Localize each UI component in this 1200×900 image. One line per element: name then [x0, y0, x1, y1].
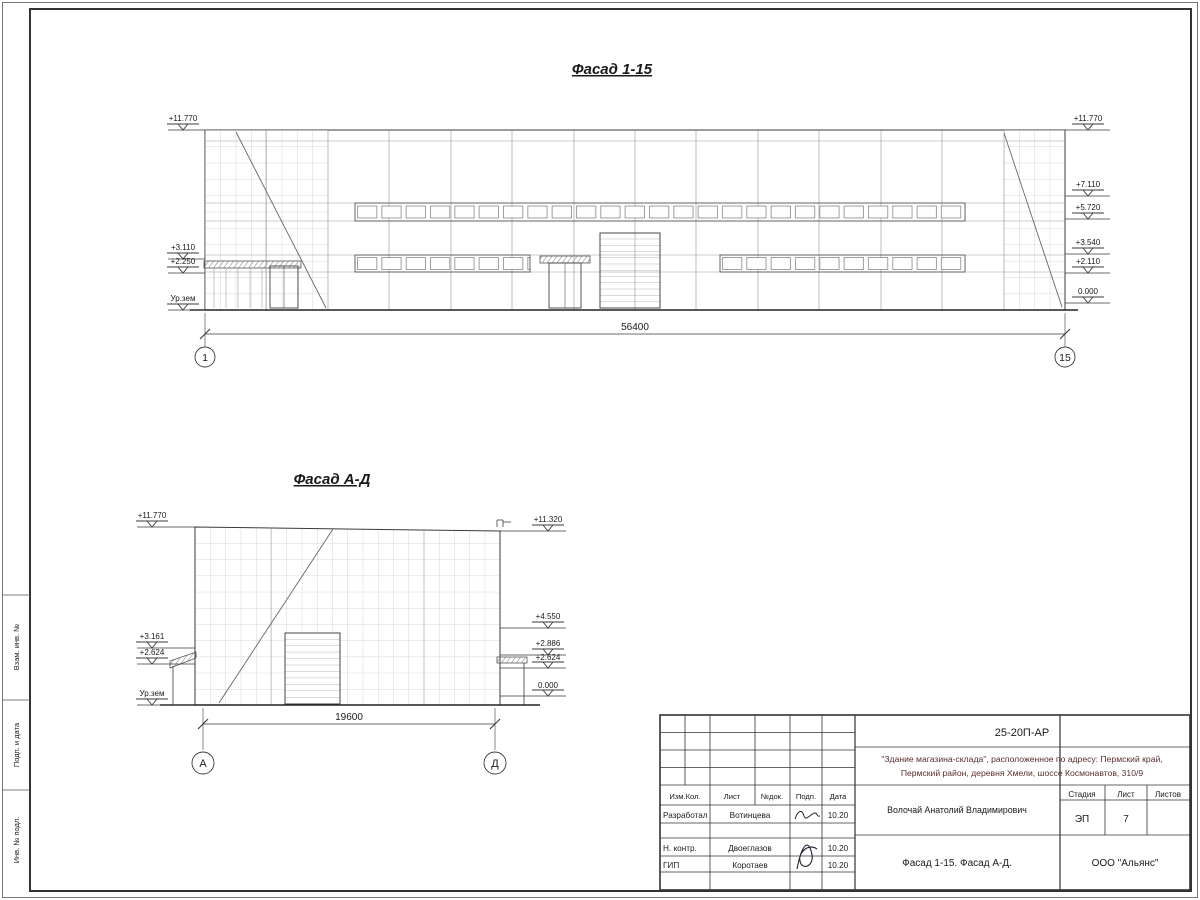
facade-a-d-outline	[194, 526, 501, 706]
elevation-marks-left: +11.770 +3.110 +2.250 Ур.зем	[166, 114, 205, 311]
row-name: Коротаев	[732, 861, 767, 870]
sectional-gate	[284, 632, 341, 705]
facade-1-15-title: Фасад 1-15	[572, 61, 653, 78]
col-header-data: Дата	[830, 792, 848, 801]
axis-bubble-d: Д	[491, 758, 499, 770]
elevation-mark: +11.770	[169, 114, 198, 123]
canopy-right	[496, 656, 528, 664]
elevation-marks-left: +11.770 +3.161 +2.624 Ур.зем	[135, 511, 195, 706]
elevation-mark: +2.886	[536, 639, 561, 648]
glazed-grid-right	[1004, 130, 1065, 310]
elevation-mark: Ур.зем	[140, 689, 165, 698]
col-header-doc: №док.	[761, 792, 783, 801]
diagonal-brace	[218, 528, 334, 704]
sheet-title: Фасад 1-15. Фасад А-Д.	[902, 858, 1012, 869]
storefront-mullions	[213, 268, 263, 308]
glazed-grid-left	[205, 130, 328, 310]
title-block-outline	[659, 714, 1191, 891]
elevation-mark: +3.540	[1076, 238, 1101, 247]
doc-code: 25-20П-АР	[995, 727, 1049, 739]
margin-labels: Взам. инв. № Подп. и дата Инв. № подл.	[12, 624, 21, 864]
row-role: Разработал	[663, 811, 708, 820]
row-date: 10.20	[828, 811, 849, 820]
dimension-56400: 56400	[199, 313, 1071, 347]
ribbon-window-band	[354, 202, 966, 222]
margin-label-inv: Инв. № подл.	[12, 817, 21, 864]
signature-flourish	[796, 844, 818, 870]
dimension-value: 19600	[335, 712, 363, 723]
row-date: 10.20	[828, 844, 849, 853]
facade-a-d-drawing: Фасад А-Д 19600 А Д	[135, 471, 566, 775]
project-description-line1: "Здание магазина-склада", расположенное …	[881, 754, 1162, 764]
elevation-mark: +11.770	[138, 511, 167, 520]
axis-bubble-15: 15	[1059, 352, 1071, 364]
company-name: ООО "Альянс"	[1092, 858, 1159, 869]
row-name: Двоеглазов	[728, 844, 772, 853]
chief-name: Волочай Анатолий Владимирович	[887, 805, 1027, 815]
elevation-mark: Ур.зем	[171, 294, 196, 303]
list-label: Лист	[1117, 790, 1135, 799]
axis-bubbles: 1 15	[194, 346, 1076, 368]
door-canopy	[539, 255, 591, 264]
elevation-mark: +2.624	[140, 648, 165, 657]
window-band-right	[719, 254, 966, 273]
axis-bubble-a: А	[199, 758, 207, 770]
sheet-number: 7	[1123, 814, 1129, 825]
elevation-mark: +2.250	[171, 257, 196, 266]
elevation-mark: +7.110	[1076, 180, 1101, 189]
axis-bubbles: А Д	[191, 751, 507, 775]
dimension-value: 56400	[621, 322, 649, 333]
elevation-mark: 0.000	[1078, 287, 1099, 296]
row-date: 10.20	[828, 861, 849, 870]
entrance-canopy-left	[203, 260, 302, 269]
dimension-19600: 19600	[197, 708, 501, 750]
row-role: Н. контр.	[663, 844, 697, 853]
elevation-mark: +2.624	[536, 653, 561, 662]
row-name: Вотинцева	[730, 811, 771, 820]
elevation-mark: 0.000	[538, 681, 559, 690]
margin-label-vzam: Взам. инв. №	[12, 624, 21, 670]
elevation-mark: +3.110	[171, 243, 196, 252]
canopy-left	[169, 651, 197, 669]
facade-1-15-drawing: Фасад 1-15 56400	[166, 61, 1110, 368]
elevation-mark: +2.110	[1076, 257, 1101, 266]
elevation-mark: +11.770	[1074, 114, 1103, 123]
stage-value: ЭП	[1075, 814, 1089, 825]
col-header-izm: Изм.Кол.	[669, 792, 700, 801]
elevation-mark: +3.161	[140, 632, 165, 641]
elevation-mark: +5.720	[1076, 203, 1101, 212]
stage-label: Стадия	[1068, 790, 1095, 799]
facade-a-d-title: Фасад А-Д	[294, 471, 371, 488]
col-header-list: Лист	[724, 792, 741, 801]
axis-bubble-1: 1	[202, 352, 208, 364]
elevation-mark: +4.550	[536, 612, 561, 621]
margin-label-podp: Подп. и дата	[12, 722, 21, 767]
roof-pipe	[496, 519, 511, 527]
elevation-mark: +11.320	[534, 515, 563, 524]
row-role: ГИП	[663, 861, 679, 870]
elevation-marks-right: +11.320 +4.550 +2.886 +2.624 0.000	[500, 515, 566, 697]
project-description-line2: Пермский район, деревня Хмели, шоссе Кос…	[901, 768, 1144, 778]
signature-votintseva	[794, 811, 821, 820]
sectional-gate	[599, 232, 661, 309]
window-band-left	[354, 254, 531, 273]
diagonal-braces	[235, 131, 1063, 309]
listov-label: Листов	[1155, 790, 1181, 799]
elevation-marks-right: +11.770 +7.110 +5.720 +3.540 +2.110 0.00…	[1065, 114, 1110, 304]
col-header-podp: Подп.	[796, 792, 816, 801]
title-block: 25-20П-АР "Здание магазина-склада", расп…	[659, 714, 1191, 891]
